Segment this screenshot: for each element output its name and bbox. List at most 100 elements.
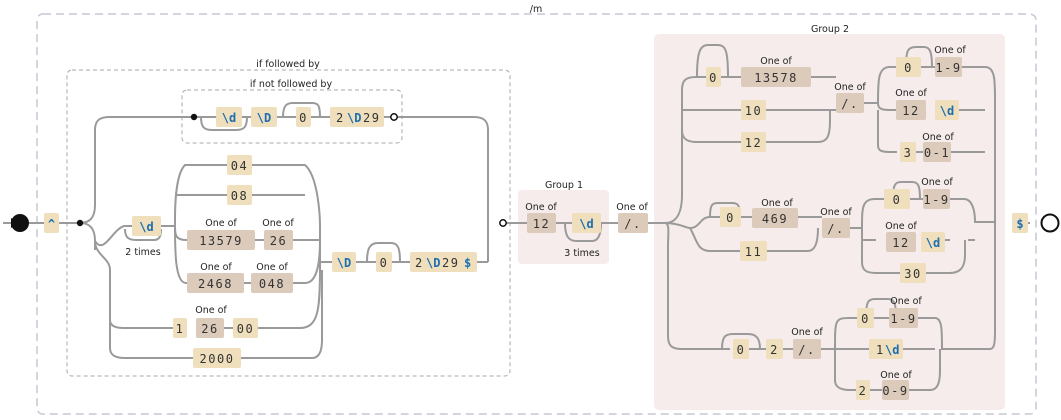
m31-day-12: One of 12 [895,88,927,120]
svg-text:3: 3 [904,146,913,160]
m30-day-range: One of 1-9 [921,177,953,209]
svg-text:One of: One of [791,327,823,338]
svg-text:\d: \d [139,220,153,234]
lookahead-label: if followed by [256,59,320,70]
svg-text:11: 11 [745,245,762,259]
svg-text:10: 10 [745,104,762,118]
m30-day-12: One of 12 [885,221,917,252]
year-2000: 2000 [193,348,241,368]
m31-set: One of 13578 [741,56,811,87]
svg-text:/.: /. [841,97,858,111]
feb-day-range: One of 1-9 [889,296,922,328]
svg-text:0: 0 [299,111,308,125]
svg-text:One of: One of [200,262,232,273]
svg-text:0-9: 0-9 [882,384,908,398]
svg-text:26: 26 [270,234,287,248]
svg-text:\D: \D [347,111,361,125]
feb29-non-digit: \D [332,252,356,272]
svg-text:One of: One of [525,202,557,213]
negative-lookahead-label: if not followed by [250,79,333,90]
svg-text:1-9: 1-9 [890,312,916,326]
svg-text:One of: One of [921,177,953,188]
svg-text:2000: 2000 [200,352,235,366]
neg-lookahead-tail: 2 \D 29 [330,107,384,127]
svg-text:One of: One of [616,202,648,213]
svg-text:One of: One of [934,45,966,56]
svg-text:One of: One of [895,88,927,99]
svg-text:2: 2 [770,343,779,357]
neg-lookahead-digit: \d [216,107,242,127]
svg-text:08: 08 [231,189,248,203]
m31-day-3: 3 [900,142,916,162]
svg-text:0: 0 [893,193,902,207]
svg-text:One of: One of [760,56,792,67]
svg-text:0: 0 [737,343,746,357]
svg-text:12: 12 [892,236,909,250]
group-2-label: Group 2 [811,24,849,35]
group1-set: One of 12 [525,202,557,233]
svg-text:048: 048 [259,277,285,291]
svg-text:12: 12 [533,217,550,231]
svg-text:$: $ [464,256,471,270]
svg-text:0: 0 [904,61,913,75]
svg-text:/.: /. [827,222,844,236]
svg-text:00: 00 [237,322,254,336]
svg-text:0: 0 [709,71,718,85]
svg-text:12: 12 [745,136,762,150]
feb-two: 2 [766,339,783,359]
separator-set: One of /. [616,202,648,233]
m31-day-zero: 0 [896,57,921,77]
even-set-class: One of 2468 [187,262,244,293]
svg-text:\d: \d [222,111,236,125]
svg-text:12: 12 [902,104,919,118]
svg-text:\D: \D [257,111,271,125]
neg-lookahead-non-digit: \D [251,107,277,127]
svg-text:469: 469 [762,212,788,226]
neg-lookahead-zero: 0 [296,107,311,127]
feb29-zero: 0 [376,252,392,272]
m31-day-digit: \d [935,100,959,120]
svg-text:0: 0 [726,211,735,225]
svg-text:1: 1 [876,343,885,357]
start-terminal [11,214,29,232]
lookahead-end-node [499,219,507,227]
svg-text:\d: \d [926,236,940,250]
leap-century-1: 1 [173,318,187,338]
feb-day-2: 2 [856,380,870,400]
svg-text:One of: One of [761,198,793,209]
svg-text:2: 2 [859,384,868,398]
svg-text:0-1: 0-1 [924,146,950,160]
flags-label: /m [530,4,542,15]
svg-text:\D: \D [337,256,351,270]
leap-century-00: 00 [233,318,258,338]
svg-text:/.: /. [624,217,641,231]
neg-lookahead-start-node [190,113,198,121]
m31-sep: One of /. [834,82,866,113]
feb-day-1-digit: 1 \d [869,339,903,359]
m30-sep: One of /. [820,207,852,238]
m31-10: 10 [741,100,766,120]
start-anchor-text: ^ [48,217,55,231]
option-08: 08 [227,185,252,205]
m30-zero: 0 [720,207,741,227]
even-pair-class: One of 048 [251,262,293,293]
leap-century-set: One of 26 [195,305,227,338]
feb29-sequence: 2 \D 29 $ [410,252,477,272]
svg-text:One of: One of [834,82,866,93]
m30-11: 11 [740,241,767,261]
neg-lookahead-end-node [390,113,398,121]
m31-day-01: One of 0-1 [922,132,954,162]
option-04: 04 [227,155,252,175]
m31-day-range: One of 1-9 [934,45,966,77]
svg-text:\D: \D [426,256,440,270]
repeat-digit: \d 2 times [125,216,161,258]
svg-text:13578: 13578 [754,71,798,85]
svg-text:29: 29 [363,111,380,125]
svg-text:One of: One of [205,218,237,229]
svg-text:One of: One of [195,305,227,316]
svg-text:2: 2 [336,111,345,125]
svg-text:One of: One of [885,221,917,232]
svg-text:\d: \d [940,104,954,118]
feb-sep: One of /. [791,327,823,359]
